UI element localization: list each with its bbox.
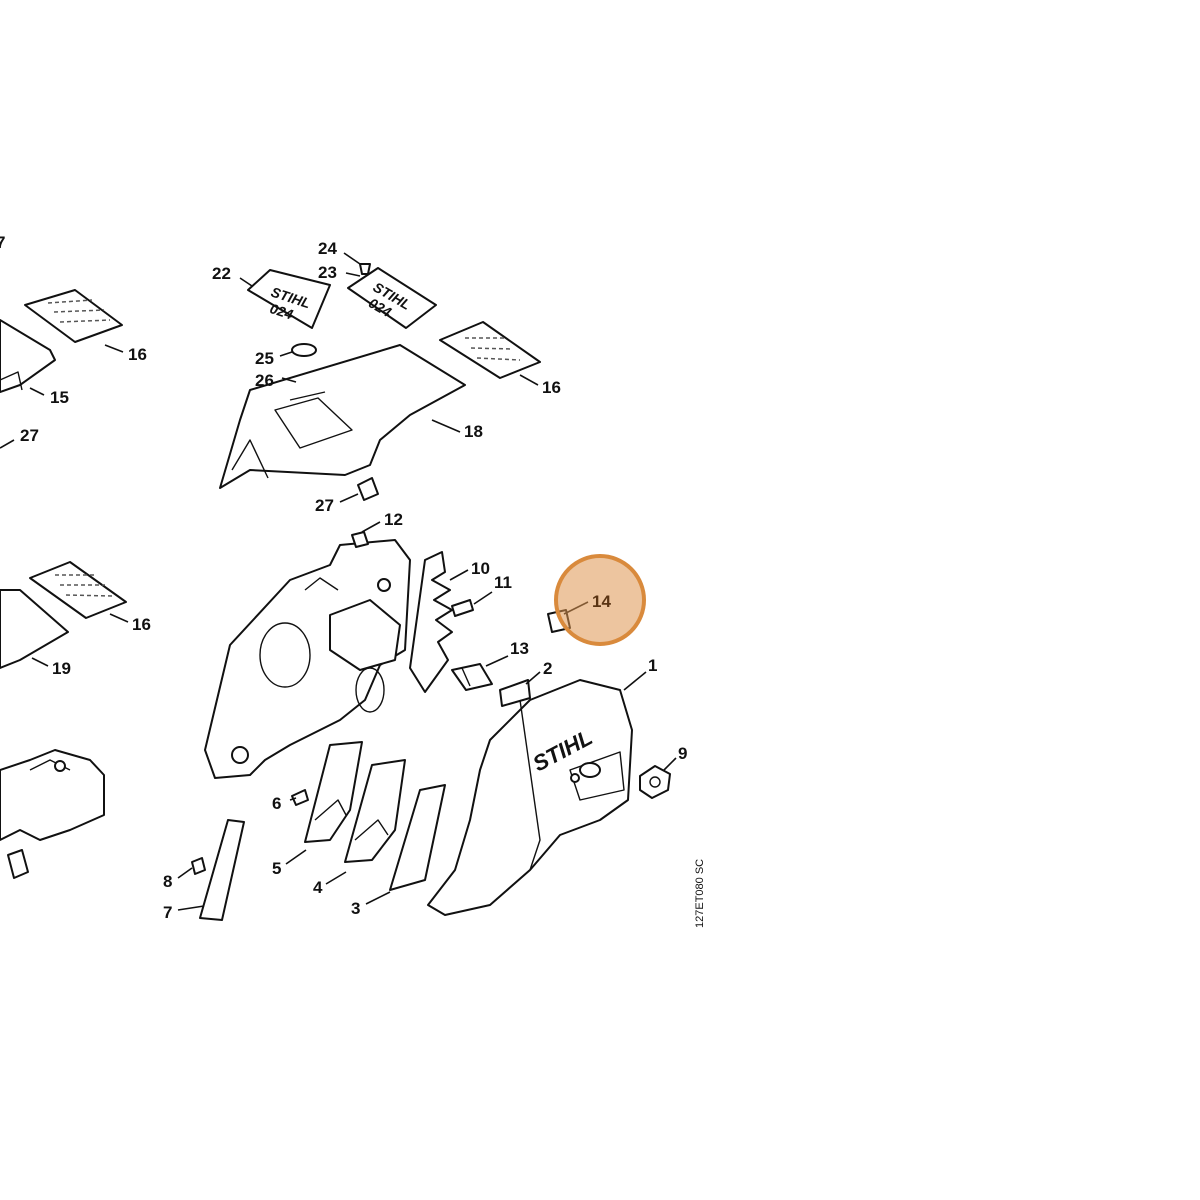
- document-code: 127ET080 SC: [694, 859, 706, 928]
- cover-19-part: [0, 589, 69, 669]
- nut-12: [351, 531, 369, 548]
- callout-16-c: 16: [542, 378, 561, 397]
- sprocket-cover-1: STIHL: [427, 679, 671, 916]
- callout-6: 6: [272, 794, 281, 813]
- handle-left-part: [0, 749, 105, 841]
- callout-23: 23: [318, 263, 337, 282]
- callout-3: 3: [351, 899, 360, 918]
- screw-8: [191, 857, 206, 875]
- screw-24: [359, 263, 371, 275]
- svg-text:STIHL 024: STIHL 024: [264, 284, 316, 328]
- callout-1: 1: [648, 656, 657, 675]
- callout-9: 9: [678, 744, 687, 763]
- callout-22: 22: [212, 264, 231, 283]
- screw-11: [451, 599, 474, 617]
- callout-16-a: 16: [128, 345, 147, 364]
- callout-14: 14: [592, 592, 611, 611]
- callout-25: 25: [255, 349, 274, 368]
- logo-plate-22: STIHL 024: [247, 269, 331, 329]
- plate-16-c: [439, 321, 541, 379]
- shroud-left-part: [0, 319, 56, 393]
- side-parts: [191, 741, 446, 921]
- stud-13: [451, 663, 493, 691]
- top-cover-group: STIHL 024 STIHL 024: [219, 263, 541, 501]
- plug-27: [357, 477, 379, 501]
- callout-13: 13: [510, 639, 529, 658]
- plate-16-b: [29, 561, 127, 619]
- callout-5: 5: [272, 859, 281, 878]
- callout-27-a: 27: [20, 426, 39, 445]
- plate-16-a: [24, 289, 123, 343]
- callout-numbers: 7 16 15 27 16 19 22 24 23 25 26 16 18 27…: [0, 233, 687, 922]
- guide-plate-7: [199, 819, 245, 921]
- callout-15: 15: [50, 388, 69, 407]
- crankcase: [204, 531, 411, 779]
- left-partial-parts: [0, 289, 127, 879]
- callout-7: 7: [163, 903, 172, 922]
- callout-2: 2: [543, 659, 552, 678]
- callout-11: 11: [494, 573, 512, 592]
- logo-plate-23: STIHL 024: [347, 267, 437, 329]
- callout-7-top: 7: [0, 233, 5, 252]
- callout-26: 26: [255, 371, 274, 390]
- cover-18: [219, 344, 466, 489]
- callout-24: 24: [318, 239, 337, 258]
- callout-12: 12: [384, 510, 403, 529]
- guide-plate-3: [389, 784, 446, 891]
- callout-19: 19: [52, 659, 71, 678]
- callout-27-b: 27: [315, 496, 334, 515]
- callout-8: 8: [163, 872, 172, 891]
- callout-10: 10: [471, 559, 490, 578]
- guide-5: [304, 741, 363, 843]
- callout-16-b: 16: [132, 615, 151, 634]
- leader-lines: [0, 252, 677, 911]
- grommet-25: [291, 343, 317, 357]
- bumper-spike-10: [409, 551, 453, 693]
- screw-6: [291, 789, 309, 806]
- nut-9: [639, 765, 671, 799]
- highlight-circle-14: [554, 554, 646, 646]
- bushing-left: [7, 849, 29, 879]
- callout-18: 18: [464, 422, 483, 441]
- tensioner-2: [499, 679, 531, 707]
- callout-4: 4: [313, 878, 323, 897]
- spike-group: [409, 551, 571, 707]
